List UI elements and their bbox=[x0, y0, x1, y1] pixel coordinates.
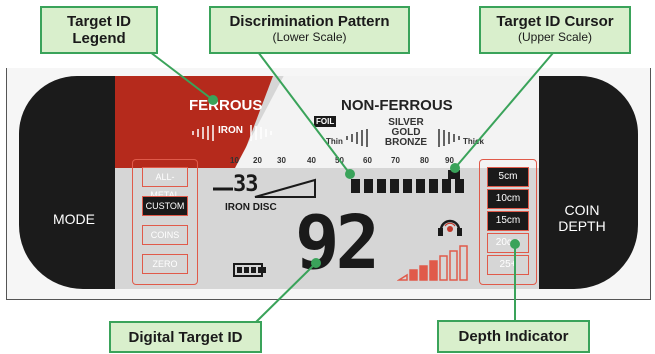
mode-zero: ZERO bbox=[142, 254, 188, 274]
scale-tick-label: 70 bbox=[391, 156, 400, 165]
scale-tick-label: 20 bbox=[253, 156, 262, 165]
discrimination-segment bbox=[455, 179, 464, 193]
depth-10cm: 10cm bbox=[487, 189, 529, 209]
callout-title: Discrimination Pattern bbox=[229, 13, 390, 30]
signal-strength-icon bbox=[397, 245, 468, 281]
scale-tick-label: 40 bbox=[307, 156, 316, 165]
depth-20cm: 20cm bbox=[487, 233, 529, 253]
gold-label: GOLD bbox=[391, 127, 421, 138]
callout-title: Depth Indicator bbox=[458, 328, 569, 345]
discrimination-segment bbox=[416, 179, 425, 193]
iron-disc-label: IRON DISC bbox=[225, 202, 277, 213]
discrimination-segment bbox=[442, 179, 451, 193]
target-id-cursor bbox=[448, 170, 460, 179]
digital-target-id: 92 bbox=[295, 200, 380, 286]
discrimination-segment bbox=[390, 179, 399, 193]
silver-label: SILVER bbox=[388, 117, 424, 128]
iron-disc-value: 33 bbox=[233, 172, 258, 197]
thick-label: Thick bbox=[463, 137, 484, 146]
mode-panel bbox=[132, 159, 198, 285]
mode-coins: COINS bbox=[142, 225, 188, 245]
coin-type-labels: SILVER GOLD BRONZE bbox=[378, 118, 434, 148]
discrimination-segment bbox=[377, 179, 386, 193]
coin-legend-graphic bbox=[346, 129, 460, 147]
lcd-screen: FERROUS NON-FERROUS IRON FOIL Thin Thick bbox=[115, 76, 539, 289]
battery-icon bbox=[233, 263, 263, 277]
coin-depth-label: COIN DEPTH bbox=[547, 202, 617, 234]
discrimination-segment bbox=[364, 179, 373, 193]
coin-label: COIN bbox=[564, 202, 600, 218]
non-ferrous-band bbox=[235, 76, 539, 168]
bronze-label: BRONZE bbox=[384, 137, 428, 148]
iron-label: IRON bbox=[218, 125, 243, 136]
mode-label: MODE bbox=[53, 211, 95, 227]
depth-panel bbox=[479, 159, 537, 285]
scale-tick-label: 10 bbox=[230, 156, 239, 165]
iron-disc-graphic bbox=[213, 178, 316, 198]
depth-15cm: 15cm bbox=[487, 211, 529, 231]
discrimination-segment bbox=[351, 179, 360, 193]
thin-label: Thin bbox=[326, 137, 343, 146]
depth-label: DEPTH bbox=[558, 218, 606, 234]
non-ferrous-label: NON-FERROUS bbox=[341, 97, 453, 114]
callout-discrimination-pattern: Discrimination Pattern (Lower Scale) bbox=[209, 6, 410, 54]
ferrous-label: FERROUS bbox=[189, 97, 263, 114]
callout-title: Target ID Cursor bbox=[496, 13, 614, 30]
detector-housing: MODE COIN DEPTH FERROUS NON-FERROUS IRON… bbox=[6, 68, 651, 300]
callout-title-line2: Legend bbox=[72, 30, 126, 47]
callout-subtitle: (Upper Scale) bbox=[517, 30, 593, 44]
depth-25-plus: 25+ bbox=[487, 255, 529, 275]
scale-tick-label: 30 bbox=[277, 156, 286, 165]
discrimination-segment bbox=[403, 179, 412, 193]
mode-custom: CUSTOM bbox=[142, 196, 188, 216]
iron-legend-graphic bbox=[192, 125, 272, 141]
discrimination-segment bbox=[429, 179, 438, 193]
callout-title: Digital Target ID bbox=[128, 329, 243, 346]
scale-tick-label: 90 bbox=[445, 156, 454, 165]
callout-target-id-legend: Target ID Legend bbox=[40, 6, 158, 54]
callout-digital-target-id: Digital Target ID bbox=[109, 321, 262, 353]
scale-tick-label: 60 bbox=[363, 156, 372, 165]
callout-depth-indicator: Depth Indicator bbox=[437, 320, 590, 353]
callout-target-id-cursor: Target ID Cursor (Upper Scale) bbox=[479, 6, 631, 54]
scale-tick-label: 80 bbox=[420, 156, 429, 165]
mode-all-metal: ALL-METAL bbox=[142, 167, 188, 200]
callout-subtitle: (Lower Scale) bbox=[272, 30, 347, 44]
callout-title: Target ID bbox=[67, 13, 131, 30]
foil-label: FOIL bbox=[314, 116, 337, 127]
depth-5cm: 5cm bbox=[487, 167, 529, 187]
headphone-icon bbox=[438, 219, 462, 236]
battery-tip bbox=[263, 267, 266, 273]
